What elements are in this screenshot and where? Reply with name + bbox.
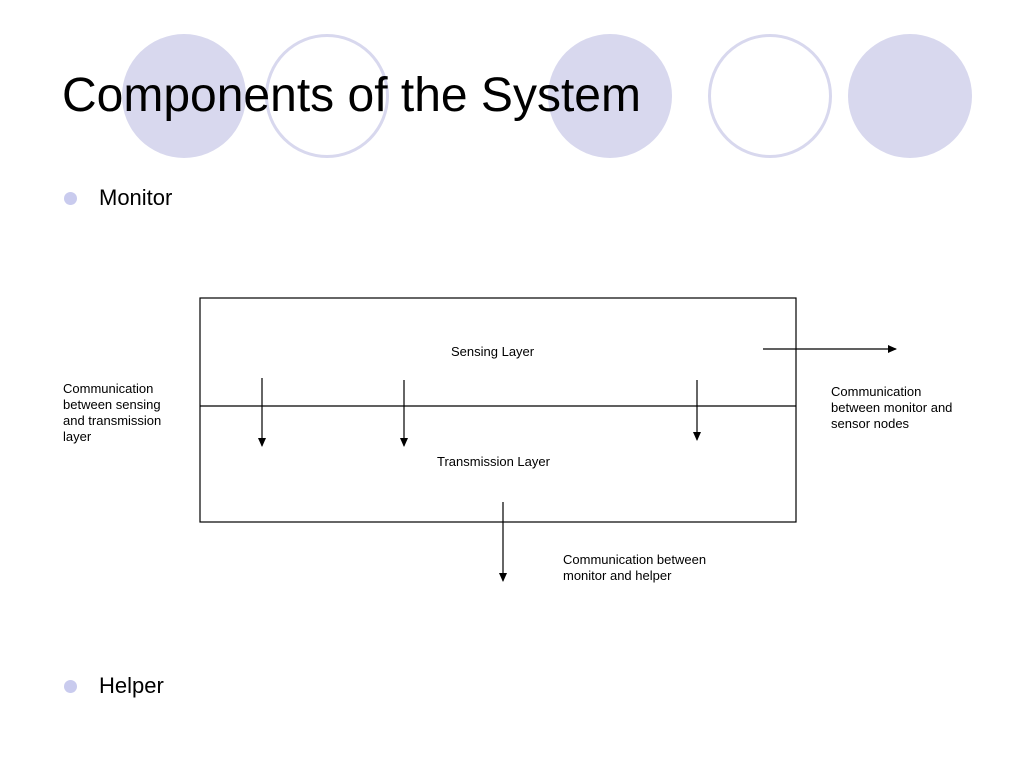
bottom-note-line: monitor and helper (563, 568, 672, 583)
left-note-line: layer (63, 429, 92, 444)
decor-circle-4 (708, 34, 832, 158)
right-note: Communication between monitor and sensor… (831, 384, 956, 431)
right-note-line: Communication (831, 384, 921, 399)
transmission-layer-label: Transmission Layer (437, 454, 551, 469)
left-note-line: and transmission (63, 413, 161, 428)
bullet-helper: Helper (64, 673, 164, 699)
bullet-monitor: Monitor (64, 185, 172, 211)
bullet-label: Monitor (99, 185, 173, 210)
page-title: Components of the System (62, 69, 641, 122)
decor-circle-2 (265, 34, 389, 158)
bottom-note: Communication between monitor and helper (563, 552, 710, 583)
left-note-line: Communication (63, 381, 153, 396)
bottom-note-line: Communication between (563, 552, 706, 567)
bullet-label: Helper (99, 673, 164, 698)
diagram-box (199, 297, 797, 523)
decor-circle-5 (848, 34, 972, 158)
bullet-dot-icon (64, 679, 77, 693)
bullet-dot-icon (64, 191, 77, 205)
decor-circle-3 (548, 34, 672, 158)
right-note-line: sensor nodes (831, 416, 910, 431)
left-note-line: between sensing (63, 397, 161, 412)
decor-circle-1 (122, 34, 246, 158)
left-note: Communication between sensing and transm… (63, 381, 165, 444)
right-note-line: between monitor and (831, 400, 952, 415)
sensing-layer-label: Sensing Layer (451, 344, 535, 359)
